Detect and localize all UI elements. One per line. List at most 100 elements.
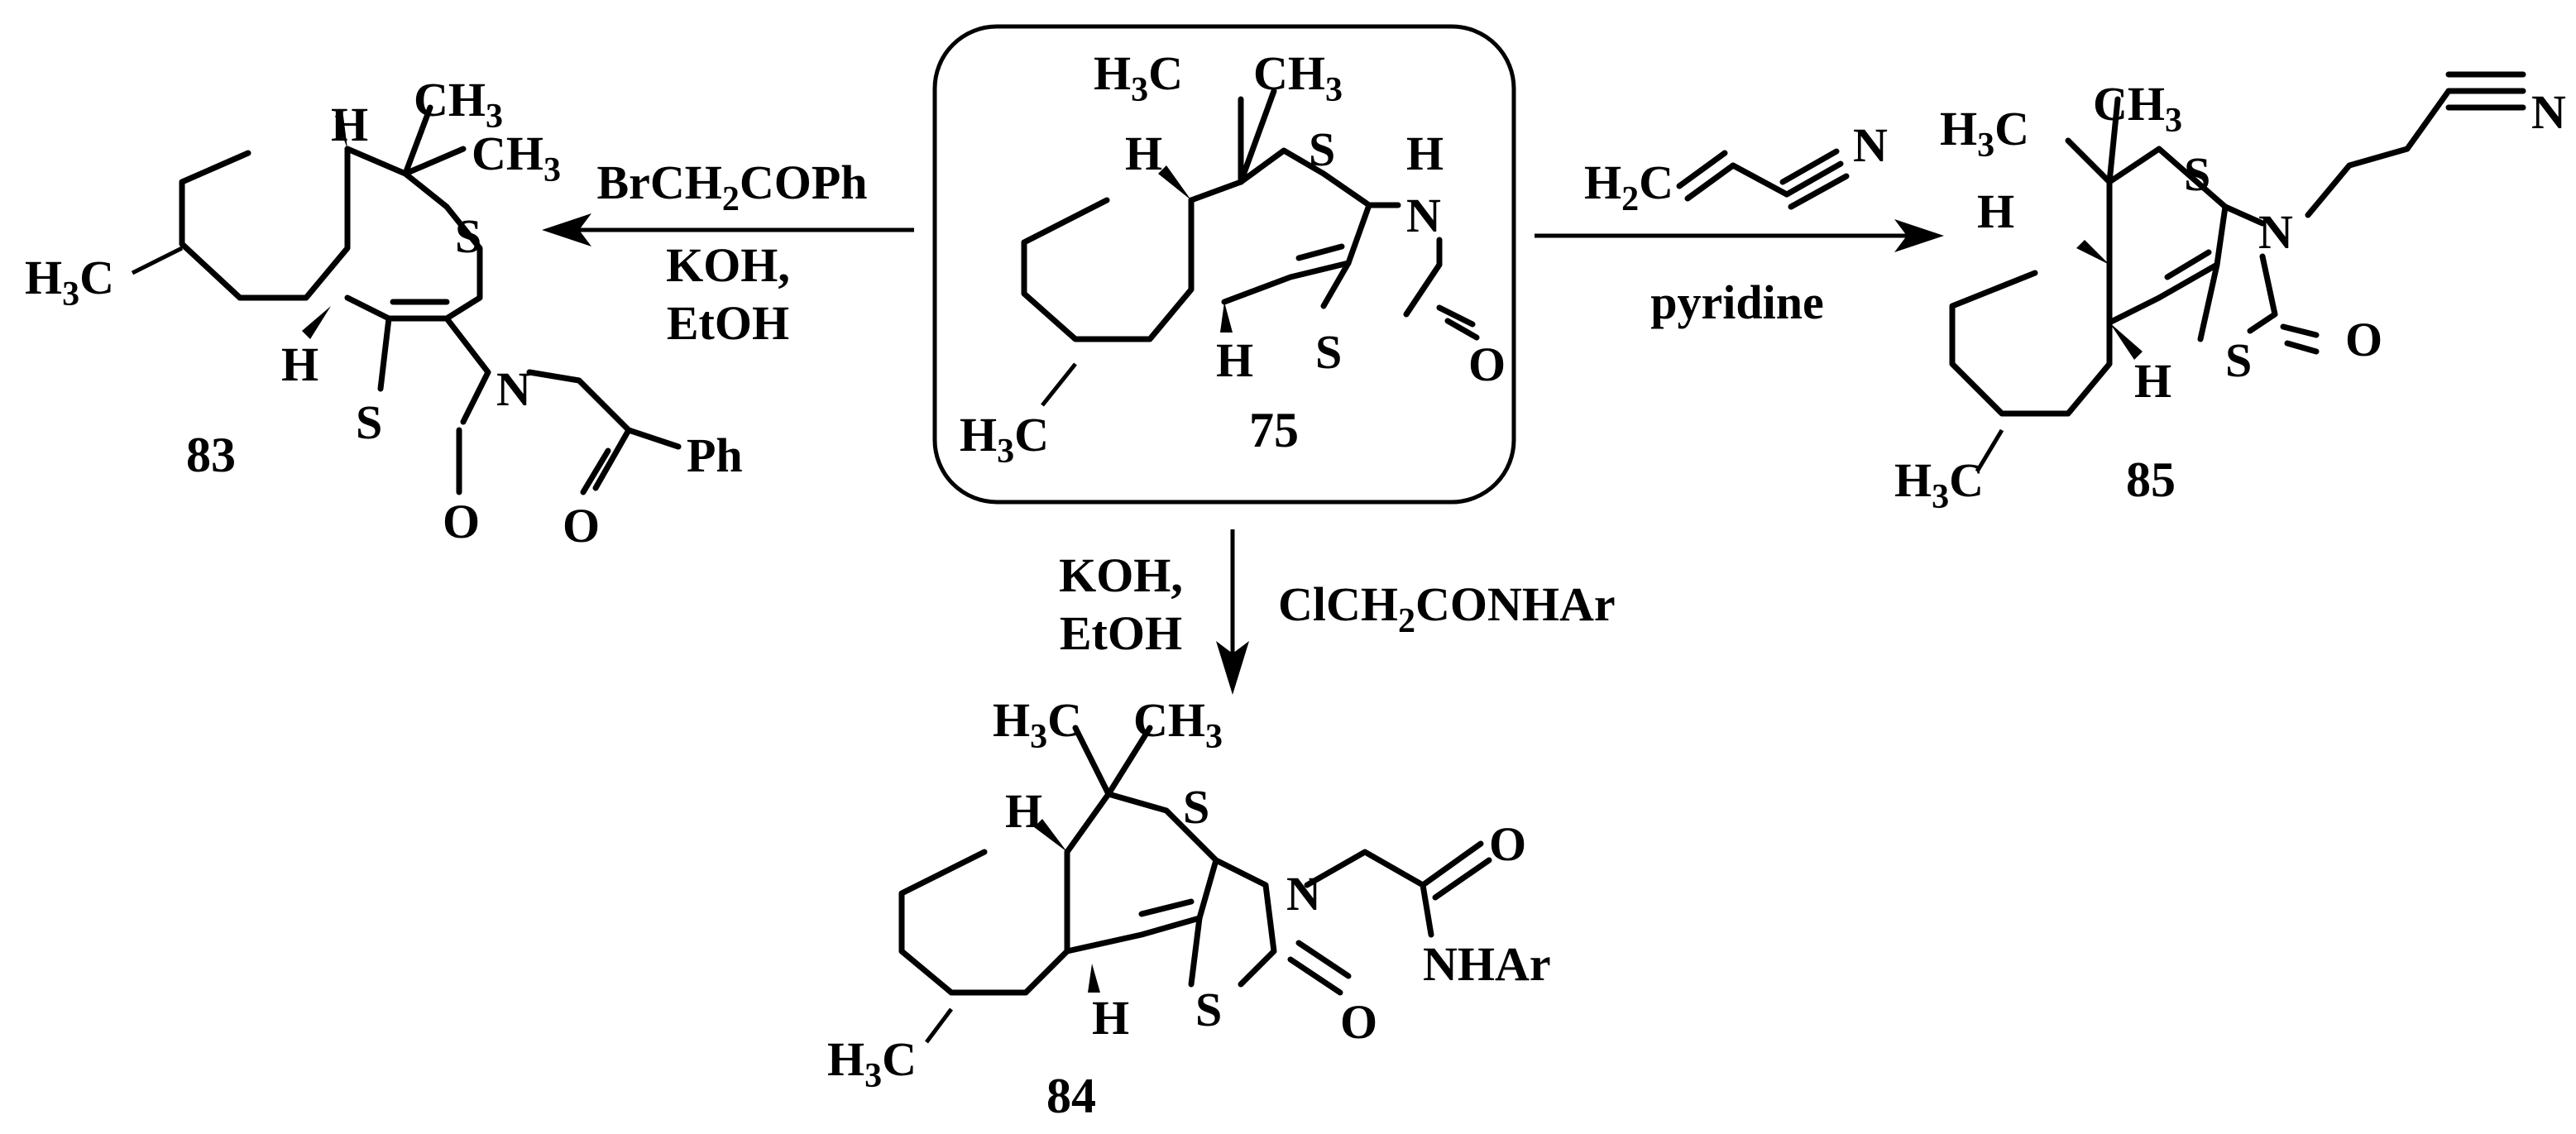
carbonyl-bond — [1420, 840, 1484, 888]
thiopyran-bond — [1188, 147, 1372, 305]
arrow-head — [1894, 219, 1944, 252]
wedge-bond — [1220, 302, 1233, 333]
atom-o: O — [1489, 817, 1526, 871]
solvent-etoh: EtOH — [1060, 606, 1182, 660]
side-chain-bond — [526, 369, 682, 491]
wedge-bond — [302, 306, 331, 339]
atom-s: S — [1183, 780, 1209, 834]
wedge-bond — [2109, 323, 2143, 360]
thiopyran-bond — [344, 146, 483, 322]
atom-h: H — [331, 98, 368, 151]
atom-s: S — [2184, 147, 2210, 201]
side-chain-bond — [2305, 88, 2452, 218]
solvent-etoh: EtOH — [667, 296, 789, 350]
atom-h: H — [281, 337, 318, 391]
base-koh: KOH, — [1059, 548, 1183, 602]
cyclohexane-bond — [898, 849, 1070, 996]
carbonyl-bond — [2284, 340, 2320, 355]
atom-n: N — [496, 362, 531, 416]
atom-ph: Ph — [687, 428, 743, 482]
reagent-n: N — [1853, 118, 1888, 172]
thiazolone-bond — [2197, 203, 2278, 342]
atom-h: H — [1977, 184, 2014, 238]
carbonyl-bond — [580, 447, 611, 495]
wedge-bond — [335, 116, 347, 149]
catalyst-pyridine: pyridine — [1650, 275, 1824, 329]
atom-o: O — [1468, 337, 1506, 391]
atom-s: S — [2225, 333, 2252, 387]
atom-o: O — [563, 499, 600, 553]
conditions-85: H2C N pyridine — [1584, 118, 1888, 329]
thiazolone-bond — [377, 315, 491, 425]
arrow-to-85 — [1535, 219, 1944, 252]
side-chain-bond — [1304, 849, 1434, 938]
conditions-84: KOH, EtOH ClCH2CONHAr — [1059, 548, 1616, 660]
nitrile-bond — [1779, 148, 1840, 185]
carbonyl-bond — [1436, 304, 1476, 328]
methyl-hash-bond — [1975, 428, 2004, 473]
double-bond — [2164, 249, 2212, 280]
atom-h3c: H3C — [25, 251, 114, 313]
base-koh: KOH, — [666, 238, 790, 292]
compound-label: 85 — [2126, 452, 2176, 507]
vinyl-bond — [1684, 162, 1736, 202]
wedge-bond — [1088, 964, 1100, 993]
arrow-head — [542, 213, 591, 246]
reagent-clch2conhar: ClCH2CONHAr — [1278, 577, 1616, 640]
compound-84: H3C CH3 H S N O NHAr H S O H3C 84 — [827, 693, 1551, 1123]
wedge-bond — [1158, 165, 1191, 200]
gem-dimethyl-bond — [2065, 96, 2121, 185]
carbonyl-bond — [1295, 940, 1352, 979]
atom-n: N — [1286, 867, 1321, 921]
gem-dimethyl-bond — [402, 104, 467, 177]
atom-n: N — [2531, 85, 2566, 139]
gem-dimethyl-bond — [1238, 88, 1277, 185]
cyclohexane-bond — [1021, 197, 1195, 342]
atom-s: S — [1309, 122, 1335, 176]
carbonyl-bond — [1444, 318, 1480, 341]
gem-dimethyl-bond — [1072, 725, 1153, 797]
wedge-bond — [1034, 819, 1067, 852]
cyclohexane-bond — [179, 146, 351, 301]
atom-h3c: H3C — [827, 1032, 917, 1095]
arrow-to-84 — [1216, 529, 1249, 695]
vinyl-bond — [1730, 162, 1790, 198]
carbonyl-bond — [2280, 323, 2320, 338]
atom-h: H — [1216, 333, 1253, 387]
compound-83: H CH3 CH3 S H3C H N S O Ph O 83 — [25, 73, 743, 553]
atom-n: N — [2258, 205, 2293, 259]
thiazolone-bond — [1188, 857, 1277, 988]
cyclohexane-bond — [1949, 261, 2113, 417]
carbonyl-bond — [1287, 956, 1343, 996]
atom-ch3: CH3 — [1253, 46, 1343, 109]
reagent-brch2coph: BrCH2COPh — [596, 156, 867, 218]
atom-h: H — [1406, 127, 1444, 180]
double-bond — [1138, 898, 1195, 917]
methyl-hash-bond — [131, 246, 184, 275]
atom-o: O — [1340, 995, 1377, 1049]
atom-ch3: CH3 — [414, 73, 503, 136]
compound-label: 75 — [1249, 403, 1299, 457]
conditions-83: BrCH2COPh KOH, EtOH — [596, 156, 867, 350]
compound-75-frame — [932, 24, 1516, 505]
compound-85: H3C CH3 S N N H H S O H3C 85 — [1894, 71, 2566, 516]
atom-h: H — [1005, 784, 1042, 838]
atom-s: S — [356, 395, 382, 449]
atom-s: S — [1195, 983, 1222, 1036]
atom-ch3: CH3 — [1133, 693, 1223, 756]
atom-s: S — [1315, 325, 1342, 379]
atom-h: H — [1125, 127, 1162, 180]
carbonyl-bond — [1432, 857, 1492, 901]
reagent-h2c: H2C — [1584, 156, 1673, 218]
wedge-bond — [2076, 240, 2109, 265]
methyl-hash-bond — [925, 1007, 953, 1044]
methyl-hash-bond — [1041, 362, 1077, 407]
atom-h: H — [1092, 991, 1129, 1045]
atom-h3c: H3C — [993, 693, 1082, 756]
atom-nhar: NHAr — [1423, 937, 1551, 991]
atom-ch3: CH3 — [2093, 77, 2182, 140]
thiazolone-bond — [1320, 202, 1443, 318]
atom-s: S — [455, 209, 481, 263]
